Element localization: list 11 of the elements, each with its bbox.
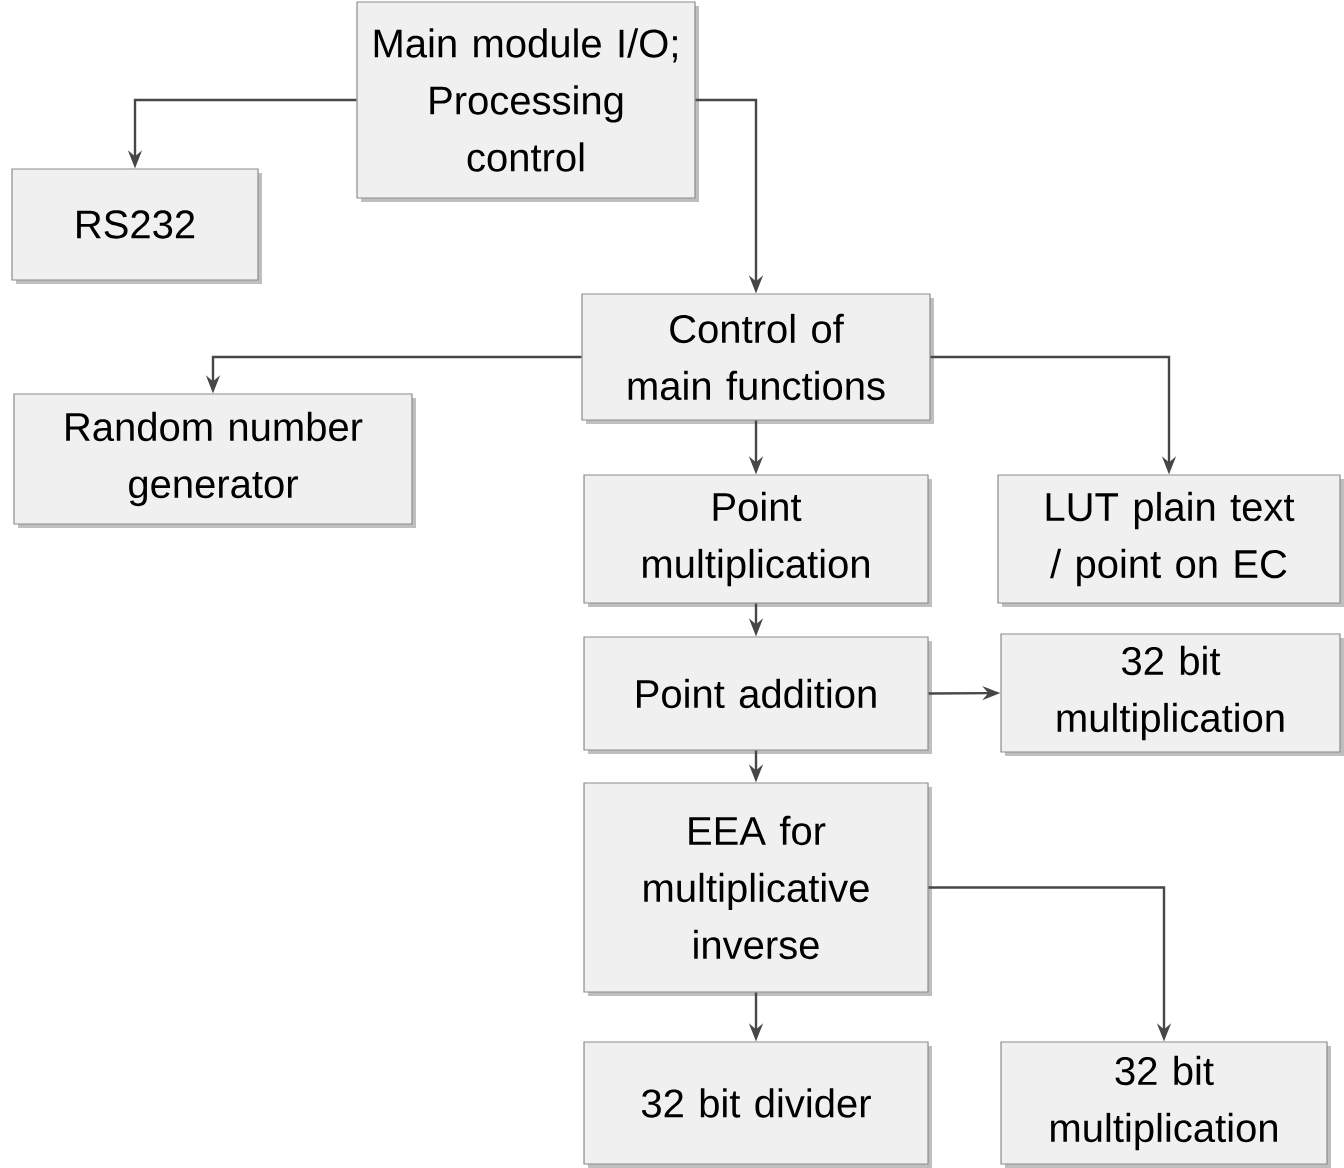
process-box: EEA for multiplicative inverse xyxy=(583,782,932,996)
process-box: Point multiplication xyxy=(583,474,932,607)
process-box: 32 bit multiplication xyxy=(1000,633,1344,756)
process-box: 32 bit multiplication xyxy=(1000,1041,1331,1168)
process-box: 32 bit divider xyxy=(583,1041,932,1168)
process-box: LUT plain text / point on EC xyxy=(997,474,1344,607)
process-box: Point addition xyxy=(583,636,932,754)
process-box: Control of main functions xyxy=(581,293,934,424)
process-box: Random number generator xyxy=(13,393,416,528)
process-box: RS232 xyxy=(11,168,262,284)
process-box: Main module I/O; Processing control xyxy=(356,1,699,202)
